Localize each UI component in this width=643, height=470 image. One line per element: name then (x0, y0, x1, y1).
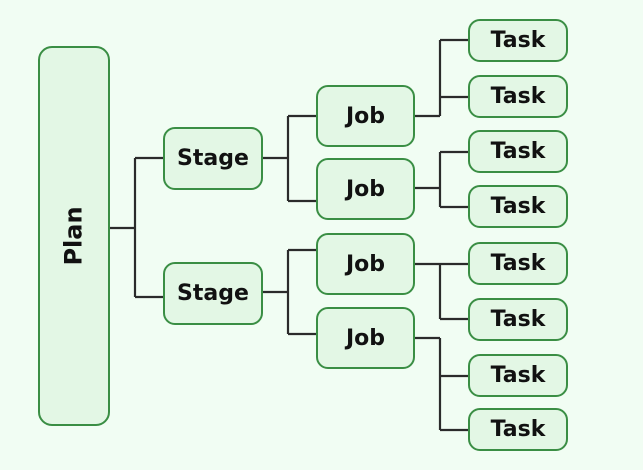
connector-job2-tasks (414, 150, 469, 209)
task-label: Task (490, 251, 546, 276)
task-label: Task (490, 417, 546, 442)
task-label: Task (490, 307, 546, 332)
stage-label: Stage (177, 281, 249, 306)
job-node: Job (316, 85, 415, 147)
task-node: Task (468, 130, 568, 173)
task-label: Task (490, 28, 546, 53)
plan-label: Plan (59, 206, 88, 266)
task-node: Task (468, 185, 568, 228)
task-node: Task (468, 75, 568, 118)
connector-job3-tasks (414, 262, 469, 321)
task-node: Task (468, 408, 568, 451)
connector-job1-tasks (414, 38, 469, 118)
job-node: Job (316, 158, 415, 220)
task-node: Task (468, 242, 568, 285)
job-label: Job (345, 103, 386, 129)
job-label: Job (345, 251, 386, 277)
connector-stage2-jobs (262, 248, 317, 336)
task-node: Task (468, 298, 568, 341)
task-label: Task (490, 363, 546, 388)
task-node: Task (468, 19, 568, 62)
plan-node: Plan (38, 46, 110, 426)
task-node: Task (468, 354, 568, 397)
job-label: Job (345, 325, 386, 351)
task-label: Task (490, 194, 546, 219)
stage-node: Stage (163, 262, 263, 325)
task-label: Task (490, 139, 546, 164)
stage-node: Stage (163, 127, 263, 190)
connector-plan-stages (110, 156, 164, 299)
connector-job4-tasks (414, 336, 469, 432)
task-label: Task (490, 84, 546, 109)
stage-label: Stage (177, 146, 249, 171)
connector-stage1-jobs (262, 114, 317, 203)
job-node: Job (316, 233, 415, 295)
job-label: Job (345, 176, 386, 202)
job-node: Job (316, 307, 415, 369)
